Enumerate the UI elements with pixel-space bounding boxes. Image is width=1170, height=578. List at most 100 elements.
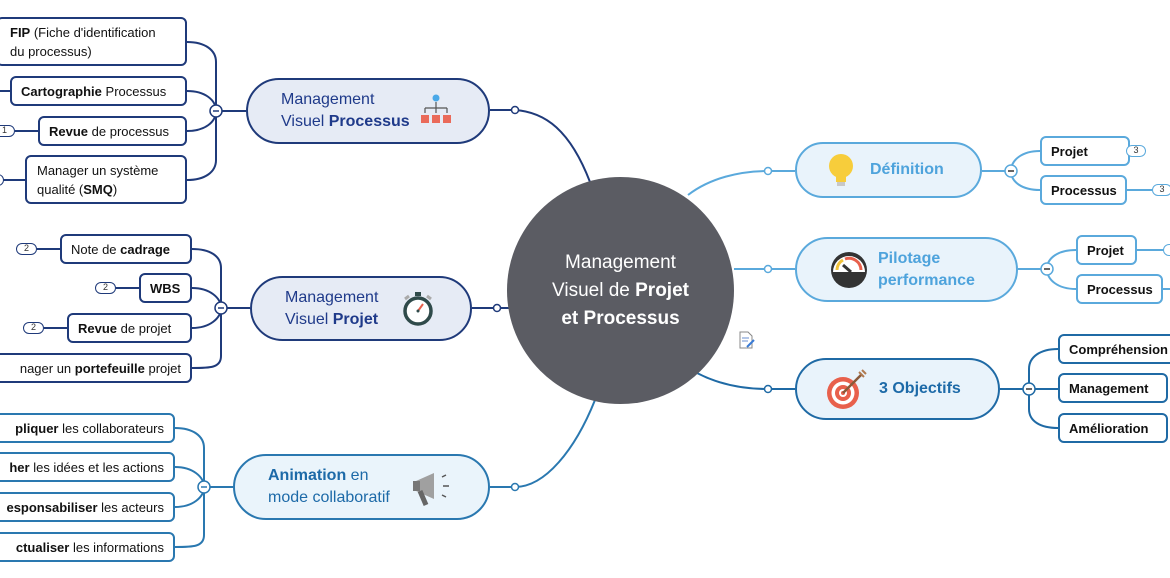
leaf-text: Processus	[1087, 281, 1153, 297]
leaf-bold: FIP	[10, 24, 31, 40]
leaf-text: nager un portefeuille projet	[11, 359, 190, 378]
central-bold: Projet	[635, 279, 689, 301]
leaf-idees-actions[interactable]: her les idées et les actions	[0, 452, 175, 482]
leaf-definition-projet[interactable]: Projet	[1040, 136, 1130, 166]
leaf-rest: les informations	[69, 539, 164, 555]
leaf-text: Projet	[1087, 242, 1124, 258]
leaf-text: Projet	[1051, 143, 1088, 159]
leaf-wbs[interactable]: WBS	[139, 273, 192, 303]
leaf-revue-processus[interactable]: Revue de processus	[38, 116, 187, 146]
branch-bold: Animation	[268, 467, 347, 484]
branch-label-line: Pilotage	[878, 249, 941, 267]
count-badge[interactable]: 3	[1126, 145, 1146, 157]
gauge-icon	[831, 252, 867, 288]
leaf-bold: pliquer	[15, 420, 59, 436]
collapse-button[interactable]	[209, 104, 223, 118]
leaf-revue-projet[interactable]: Revue de projet	[67, 313, 192, 343]
leaf-actualiser[interactable]: ctualiser les informations	[0, 532, 175, 562]
leaf-bold: Cartographie	[21, 83, 102, 99]
leaf-text: WBS	[141, 279, 189, 298]
count-badge[interactable]: 1	[0, 125, 15, 137]
leaf-rest: de processus	[88, 123, 169, 139]
leaf-pilotage-projet[interactable]: Projet	[1076, 235, 1137, 265]
leaf-impliquer[interactable]: pliquer les collaborateurs	[0, 413, 175, 443]
leaf-rest: )	[112, 181, 118, 197]
connector-dot	[763, 384, 773, 394]
leaf-manager-smq[interactable]: Manager un système qualité (SMQ)	[25, 155, 187, 204]
branch-definition[interactable]: Définition	[795, 142, 982, 198]
leaf-rest: qualité (	[37, 181, 84, 197]
leaf-pilotage-processus[interactable]: Processus	[1076, 274, 1163, 304]
branch-animation-collaboratif[interactable]: Animation en mode collaboratif	[233, 454, 490, 520]
count-badge[interactable]: 2	[16, 243, 37, 255]
collapse-button[interactable]	[1040, 262, 1054, 276]
leaf-text: her les idées et les actions	[0, 458, 173, 477]
branch-text: Visuel	[281, 113, 329, 130]
count-badge[interactable]	[1163, 244, 1170, 256]
leaf-responsabiliser[interactable]: esponsabiliser les acteurs	[0, 492, 175, 522]
central-line-3: et Processus	[561, 305, 679, 333]
lightbulb-icon	[829, 154, 853, 186]
collapse-button[interactable]	[214, 301, 228, 315]
leaf-line: du processus)	[10, 43, 92, 59]
branch-label: 3 Objectifs	[879, 380, 961, 397]
leaf-text: Revue de processus	[40, 122, 178, 141]
leaf-rest: de projet	[117, 320, 172, 336]
central-line-2: Visuel de Projet	[552, 277, 689, 305]
collapse-button[interactable]	[1022, 382, 1036, 396]
leaf-text: Compréhension	[1069, 341, 1168, 357]
connector-dot	[492, 303, 502, 313]
leaf-line: FIP (Fiche d'identification	[10, 23, 156, 42]
collapse-button[interactable]	[197, 480, 211, 494]
central-topic[interactable]: Management Visuel de Projet et Processus	[507, 177, 734, 404]
branch-text: en	[346, 467, 369, 484]
branch-bold: Projet	[332, 310, 379, 328]
leaf-rest: les acteurs	[97, 499, 164, 515]
leaf-text: Note de cadrage	[62, 240, 179, 259]
leaf-bold: ctualiser	[15, 539, 70, 555]
leaf-management[interactable]: Management	[1058, 373, 1168, 403]
branch-label-line: Visuel Processus	[281, 111, 410, 133]
branch-label-line: performance	[878, 271, 975, 289]
leaf-definition-processus[interactable]: Processus	[1040, 175, 1127, 205]
leaf-text: Revue de projet	[69, 319, 180, 338]
note-icon[interactable]	[738, 331, 756, 349]
branch-label-line: mode collaboratif	[268, 489, 390, 506]
branch-label: Définition	[870, 161, 944, 178]
connector-dot	[763, 264, 773, 274]
leaf-rest: (Fiche d'identification	[30, 24, 156, 40]
central-text: Visuel de	[552, 279, 636, 301]
leaf-bold: portefeuille	[74, 360, 145, 376]
leaf-cartographie[interactable]: Cartographie Processus	[10, 76, 187, 106]
leaf-rest: nager un	[19, 360, 75, 376]
stopwatch-icon	[403, 292, 433, 326]
org-chart-icon	[421, 94, 451, 123]
leaf-note-de-cadrage[interactable]: Note de cadrage	[60, 234, 192, 264]
leaf-text: ctualiser les informations	[7, 538, 173, 557]
target-icon	[827, 369, 867, 409]
central-line-1: Management	[565, 251, 676, 273]
leaf-line: Manager un système	[37, 162, 159, 178]
leaf-amelioration[interactable]: Amélioration	[1058, 413, 1168, 443]
count-badge[interactable]: 3	[1152, 184, 1170, 196]
count-badge[interactable]: 2	[23, 322, 44, 334]
branch-label-line: Management	[281, 91, 375, 108]
leaf-portefeuille-projet[interactable]: nager un portefeuille projet	[0, 353, 192, 383]
branch-label: Animation en mode collaboratif	[268, 465, 390, 509]
connector-dot	[763, 166, 773, 176]
leaf-bold: SMQ	[83, 181, 113, 197]
count-badge[interactable]: 2	[95, 282, 116, 294]
branch-label-line: Management	[285, 288, 379, 306]
branch-text: Visuel	[285, 310, 333, 328]
leaf-text: Amélioration	[1069, 420, 1149, 436]
leaf-text: esponsabiliser les acteurs	[0, 498, 173, 517]
leaf-bold: Revue	[78, 320, 118, 336]
collapse-button[interactable]	[1004, 164, 1018, 178]
leaf-comprehension[interactable]: Compréhension	[1058, 334, 1170, 364]
leaf-text: Manager un système qualité (SMQ)	[27, 161, 167, 199]
